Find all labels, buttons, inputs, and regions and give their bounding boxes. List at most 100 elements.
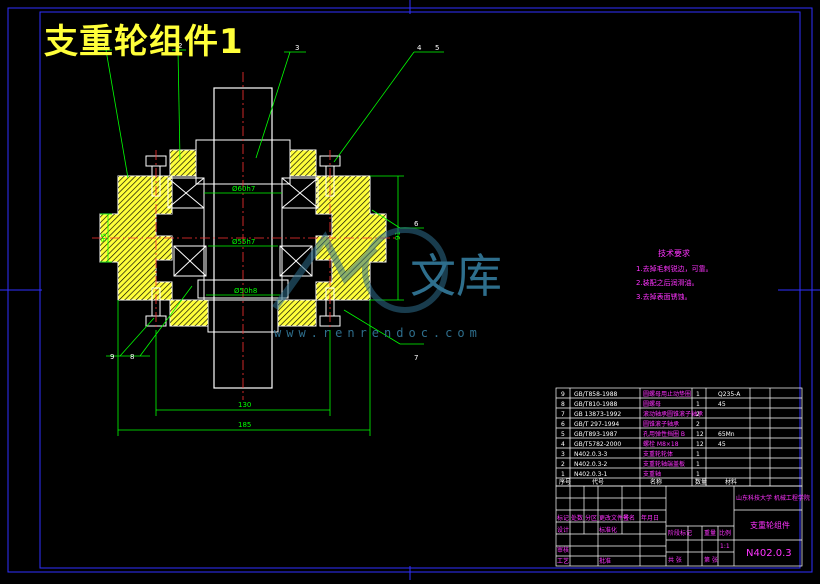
tb-label-count: 处数 — [571, 514, 583, 522]
balloon-2: 2 — [178, 42, 182, 50]
drawing-title: 支重轮组件1 — [44, 22, 244, 62]
leader-lines — [98, 49, 444, 357]
parts-row-3-code: N402.0.3-3 — [574, 451, 608, 458]
dim-91: 91 — [394, 231, 402, 240]
diameter-dimension-lines — [204, 192, 282, 296]
dim-d55: Ø55h7 — [232, 238, 255, 246]
end-cover-bottom-left-hatch — [170, 300, 208, 326]
tb-label-change-doc: 更改文件号 — [599, 514, 629, 522]
parts-row-7-name: 滚动轴承圆锥滚子轴承 — [643, 410, 703, 418]
parts-row-7-qty: 2 — [696, 411, 700, 418]
tb-label-weight: 重量 — [704, 529, 716, 537]
balloon-4: 4 — [417, 44, 422, 52]
parts-row-5-material: 65Mn — [718, 431, 735, 438]
parts-row-9-code: GB/T858-1988 — [574, 391, 618, 398]
tech-requirement-1: 1.去掉毛刺锐边，可靠。 — [636, 265, 713, 273]
dim-d60: Ø60h7 — [232, 185, 255, 193]
parts-row-9-material: Q235-A — [718, 391, 741, 398]
tb-drawing-no: N402.0.3 — [746, 548, 792, 559]
parts-row-9-name: 圆螺母用止动垫圈 — [643, 390, 691, 398]
balloon-7: 7 — [414, 354, 418, 362]
balloon-6: 6 — [414, 220, 419, 228]
parts-row-2-code: N402.0.3-2 — [574, 461, 608, 468]
tb-label-review: 审核 — [557, 546, 569, 554]
balloons: 1 2 3 4 5 6 7 8 9 — [102, 42, 439, 362]
parts-row-5-qty: 12 — [696, 431, 704, 438]
tb-label-approve: 批准 — [599, 557, 611, 565]
title-block-labels: 标记 处数 分区 更改文件号 签名 年月日 设计 标准化 审核 工艺 批准 阶段… — [557, 494, 810, 565]
parts-header-3: 数量 — [695, 478, 707, 486]
parts-header-4: 材料 — [725, 478, 737, 486]
tb-label-standard: 标准化 — [599, 526, 617, 534]
parts-row-6-name: 圆锥滚子轴承 — [643, 420, 679, 428]
parts-row-8-qty: 1 — [696, 401, 700, 408]
end-cover-bottom-right-hatch — [278, 300, 316, 326]
parts-row-6-qty: 2 — [696, 421, 700, 428]
tb-drawing-name: 支重轮组件 — [750, 520, 790, 530]
tech-requirements-heading: 技术要求 — [658, 249, 690, 258]
watermark-logo — [272, 227, 448, 313]
end-cover-top-left-hatch — [170, 150, 196, 176]
title-block-main: 支重轮组件 N402.0.3 1:1 — [720, 520, 792, 559]
parts-header-0: 序号 — [559, 478, 571, 486]
parts-row-1-qty: 1 — [696, 471, 700, 478]
end-cover-top-right-hatch — [290, 150, 316, 176]
parts-row-3-qty: 1 — [696, 451, 700, 458]
parts-list-rows: 9 GB/T858-1988 圆螺母用止动垫圈 1 Q235-A 8 GB/T810-198… — [559, 390, 741, 486]
dim-185: 185 — [238, 421, 251, 429]
roller-assembly-section — [92, 72, 400, 400]
tb-label-stage: 阶段标记 — [668, 529, 692, 537]
watermark-url: www.renrendoc.com — [274, 326, 482, 340]
parts-row-6-no: 6 — [561, 421, 565, 428]
tb-label-mark: 标记 — [557, 514, 569, 522]
tech-requirement-3: 3.去掉表面锈蚀。 — [636, 293, 692, 301]
bearing-top-right — [281, 177, 319, 209]
parts-row-5-name: 孔用弹性挡圈 B — [643, 430, 685, 438]
parts-row-2-qty: 1 — [696, 461, 700, 468]
parts-row-1-name: 支重轴 — [643, 470, 661, 478]
tb-label-zone: 分区 — [585, 514, 597, 522]
tb-label-sign: 签名 — [623, 514, 635, 522]
parts-row-8-no: 8 — [561, 401, 565, 408]
parts-header-1: 代号 — [592, 478, 604, 486]
parts-row-9-qty: 1 — [696, 391, 700, 398]
watermark-circle — [362, 227, 448, 313]
parts-row-8-code: GB/T810-1988 — [574, 401, 618, 408]
balloon-5: 5 — [435, 44, 439, 52]
dim-95: 95 — [100, 233, 108, 242]
parts-row-4-material: 45 — [718, 441, 726, 448]
balloon-3: 3 — [295, 44, 299, 52]
parts-row-6-code: GB/T 297-1994 — [574, 421, 619, 428]
watermark-stroke — [272, 231, 378, 311]
watermark-brand: 文库 — [410, 249, 502, 303]
parts-row-4-name: 螺栓 M8×18 — [643, 440, 679, 448]
dim-130: 130 — [238, 401, 251, 409]
tb-label-design: 设计 — [557, 526, 569, 534]
tb-label-total-sheets: 共 张 — [668, 556, 682, 564]
parts-row-8-name: 圆螺母 — [643, 400, 661, 408]
parts-row-9-no: 9 — [561, 391, 565, 398]
dim-d50: Ø50h8 — [234, 287, 257, 295]
balloon-1: 1 — [102, 42, 106, 50]
bearing-top-left — [167, 177, 205, 209]
tb-label-process: 工艺 — [557, 557, 569, 565]
parts-header-2: 名称 — [650, 478, 662, 486]
tb-scale-value: 1:1 — [720, 543, 730, 550]
parts-row-3-no: 3 — [561, 451, 565, 458]
title-block — [555, 485, 803, 567]
parts-row-1-code: N402.0.3-1 — [574, 471, 608, 478]
tb-school: 山东科技大学 机械工程学院 — [736, 494, 810, 502]
tech-requirement-2: 2.装配之后润滑油。 — [636, 279, 699, 287]
parts-row-5-code: GB/T893-1987 — [574, 431, 618, 438]
dimension-texts: Ø60h7 Ø55h7 Ø50h8 95 91 130 185 — [100, 185, 402, 429]
parts-row-7-no: 7 — [561, 411, 565, 418]
tb-label-date: 年月日 — [641, 514, 659, 522]
tb-label-sheet-no: 第 张 — [704, 556, 718, 564]
parts-row-2-name: 支重轮轴端盖板 — [643, 460, 685, 468]
balloon-8: 8 — [130, 353, 134, 361]
parts-row-2-no: 2 — [561, 461, 565, 468]
bearing-bottom-left — [173, 245, 207, 277]
